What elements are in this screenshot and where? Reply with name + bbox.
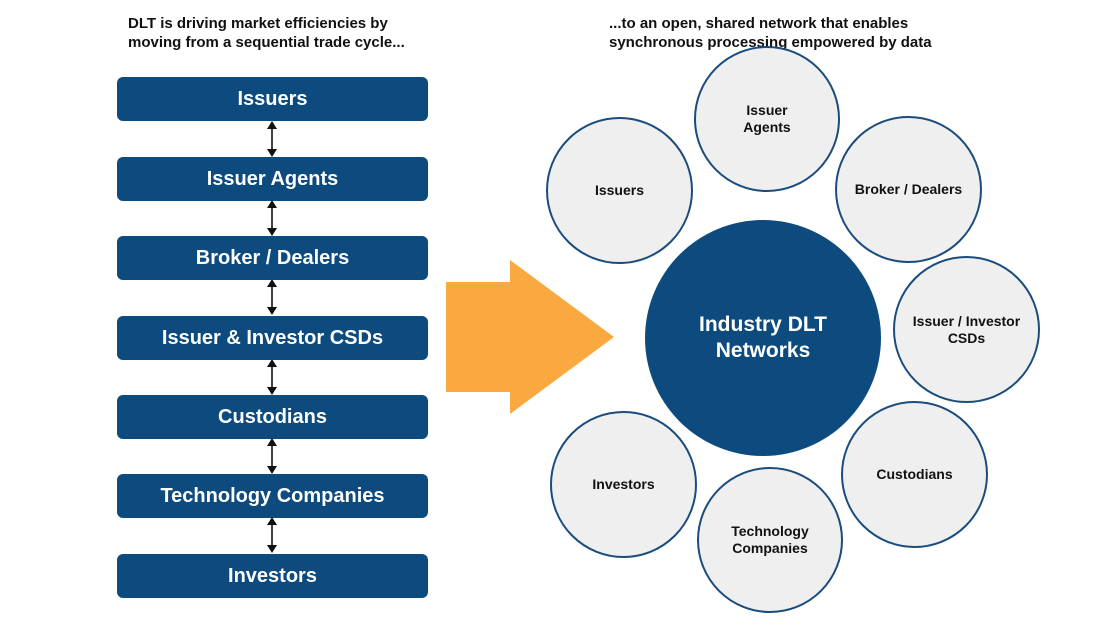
network-node-broker-dealers: Broker / Dealers: [835, 116, 982, 263]
cycle-box-technology-companies: Technology Companies: [117, 474, 428, 518]
right-caption: ...to an open, shared network that enabl…: [609, 15, 932, 51]
cycle-box-investors: Investors: [117, 554, 428, 598]
network-node-issuers: Issuers: [546, 117, 693, 264]
double-arrow-icon: [267, 121, 277, 157]
cycle-box-issuers: Issuers: [117, 77, 428, 121]
cycle-box-issuer-agents: Issuer Agents: [117, 157, 428, 201]
double-arrow-icon: [267, 359, 277, 395]
left-caption: DLT is driving market efficiencies by mo…: [128, 15, 405, 51]
cycle-box-custodians: Custodians: [117, 395, 428, 439]
network-node-issuer-agents: Issuer Agents: [694, 46, 840, 192]
network-node-custodians: Custodians: [841, 401, 988, 548]
transition-arrow-icon: [446, 260, 614, 414]
network-node-technology-companies: Technology Companies: [697, 467, 843, 613]
hub-industry-dlt-networks: Industry DLT Networks: [645, 220, 881, 456]
network-node-investors: Investors: [550, 411, 697, 558]
double-arrow-icon: [267, 279, 277, 315]
double-arrow-icon: [267, 438, 277, 474]
cycle-box-csds: Issuer & Investor CSDs: [117, 316, 428, 360]
cycle-box-broker-dealers: Broker / Dealers: [117, 236, 428, 280]
network-node-csds: Issuer / Investor CSDs: [893, 256, 1040, 403]
double-arrow-icon: [267, 517, 277, 553]
double-arrow-icon: [267, 200, 277, 236]
